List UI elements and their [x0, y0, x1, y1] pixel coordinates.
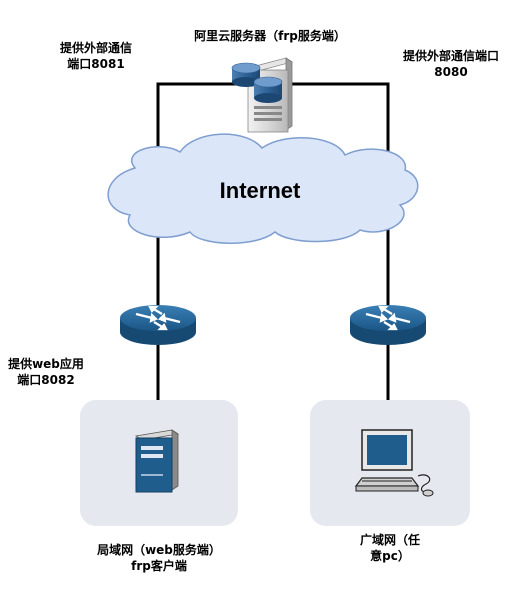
internet-label: Internet [219, 178, 301, 203]
tower-server-icon [134, 429, 180, 493]
port-8081-label: 提供外部通信 端口8081 [59, 41, 132, 71]
lan-label: 局域网（web服务端） frp客户端 [97, 543, 221, 573]
web-port-label: 提供web应用 端口8082 [8, 357, 84, 387]
server-stack-icon [231, 57, 293, 133]
internet-cloud [107, 133, 419, 244]
port-8080-label: 提供外部通信端口 8080 [402, 49, 499, 79]
server-title: 阿里云服务器（frp服务端） [194, 29, 346, 43]
link-server-right [290, 82, 390, 172]
link-server-left [156, 82, 240, 172]
router-icon [350, 305, 426, 345]
desktop-pc-icon [354, 429, 434, 497]
links [156, 82, 390, 400]
wan-label: 广域网（任 意pc） [359, 533, 420, 563]
router-icon [120, 305, 196, 345]
